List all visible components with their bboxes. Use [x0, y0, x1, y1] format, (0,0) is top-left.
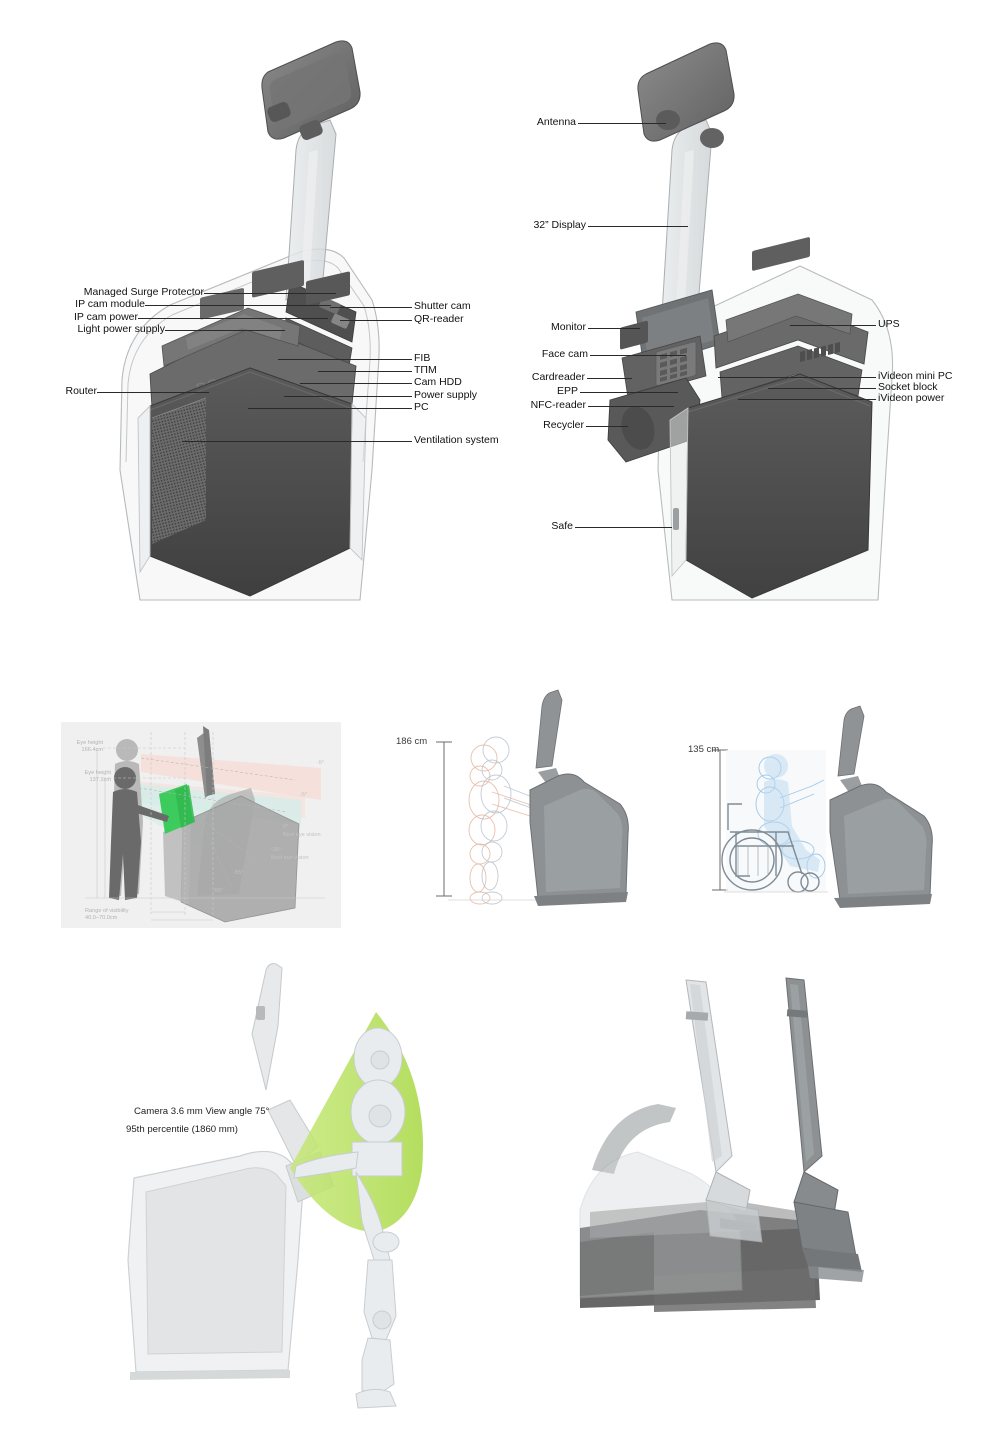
label-fib: FIB [414, 352, 431, 364]
ergo-eye-height-tall-label: Eye height [76, 740, 103, 746]
label-monitor: Monitor [550, 321, 586, 333]
leader-power-supply [284, 396, 412, 397]
leader-tpm [318, 371, 412, 372]
label-nfc-reader: NFC-reader [530, 399, 586, 411]
leader-antenna [578, 123, 666, 124]
ergo-angle-5: -55° [213, 888, 224, 894]
label-cardreader: Cardreader [531, 371, 585, 383]
panel-camera-coverage: Camera 3.6 mm View angle 75° 95th percen… [90, 960, 490, 1420]
label-ups: UPS [878, 318, 900, 330]
ergo-angle-2: 0° [283, 824, 289, 830]
ergo-range-value: 40.0–70.0cm [85, 915, 118, 921]
label-light-power-supply: Light power supply [77, 323, 165, 335]
panel-left-cutaway: PC Managed Surge Protector IP cam module… [0, 0, 520, 640]
ergo-angle-4: -55° [233, 870, 244, 876]
wheelchair-reach-illustration [712, 705, 933, 908]
leader-recycler [586, 426, 628, 427]
leader-shutter-cam [330, 307, 412, 308]
label-shutter-cam: Shutter cam [414, 300, 471, 312]
panel-ergonomics: Eye height 166.4cm Eye height 137.1cm Ra… [55, 672, 355, 940]
label-safe: Safe [551, 520, 573, 532]
ergo-angle-1: -5° [300, 792, 308, 798]
label-epp: EPP [556, 385, 578, 397]
leader-cam-hdd [300, 383, 412, 384]
label-32-display: 32” Display [533, 219, 586, 231]
panel-wheelchair-reach: 135 cm [678, 700, 968, 926]
ergo-eye-height-tall-value: 166.4cm [81, 747, 103, 753]
ergo-vision-note-1: Best eye vision [271, 855, 309, 861]
camera-spec-line-1: Camera 3.6 mm View angle 75° [134, 1106, 270, 1117]
ergo-vision-note-0: Best eye vision [283, 832, 321, 838]
label-ividen-power: iVideon power [878, 392, 945, 404]
leader-ventilation-system [182, 441, 412, 442]
label-pc: PC [414, 401, 429, 413]
ergo-eye-height-short-label: Eye height [84, 770, 111, 776]
leader-safe [575, 527, 672, 528]
label-antenna: Antenna [536, 116, 576, 128]
tilt-positions-illustration [579, 977, 864, 1312]
left-cutaway-illustration: PC [119, 40, 380, 601]
camera-coverage-illustration [127, 963, 424, 1409]
label-tpm: TПM [414, 364, 437, 376]
leader-monitor [588, 328, 640, 329]
leader-nfc-reader [588, 406, 674, 407]
leader-qr-reader [340, 320, 412, 321]
label-router: Router [65, 385, 97, 397]
panel-right-cutaway: Antenna 32” Display Monitor Face cam Car… [500, 0, 1000, 640]
wheelchair-dimension: 135 cm [688, 744, 720, 755]
leader-face-cam [590, 355, 686, 356]
label-socket-block: Socket block [878, 381, 938, 393]
label-ventilation-system: Ventilation system [414, 434, 499, 446]
label-cam-hdd: Cam HDD [414, 376, 462, 388]
standing-reach-illustration [436, 689, 629, 906]
label-recycler: Recycler [543, 419, 584, 431]
right-cutaway-illustration [607, 42, 894, 601]
panel-tilt-positions [579, 960, 980, 1320]
ergo-angle-3: -30° [271, 847, 282, 853]
leader-ups [790, 325, 876, 326]
leader-socket-block [768, 388, 876, 389]
leader-ividen-power [738, 399, 876, 400]
ergo-angle-0: -5° [317, 760, 325, 766]
ergo-range-label: Range of visibility [85, 908, 129, 914]
leader-ip-cam-power [138, 318, 328, 319]
label-ip-cam-power: IP cam power [74, 311, 138, 323]
label-ip-cam-module: IP cam module [75, 298, 145, 310]
label-power-supply: Power supply [414, 389, 478, 401]
leader-fib [278, 359, 412, 360]
label-ividen-mini-pc: iVideon mini PC [878, 370, 953, 382]
ergonomics-illustration [61, 722, 341, 928]
leader-light-power-supply [165, 330, 285, 331]
camera-spec-line-2: 95th percentile (1860 mm) [126, 1124, 238, 1135]
leader-epp [580, 392, 678, 393]
standing-dimension: 186 cm [396, 736, 428, 747]
leader-router [97, 392, 209, 393]
leader-32-display [588, 226, 688, 227]
label-face-cam: Face cam [541, 348, 588, 360]
ergo-eye-height-short-value: 137.1cm [89, 777, 111, 783]
leader-pc [248, 408, 412, 409]
leader-ip-cam-module [145, 305, 331, 306]
label-managed-surge-protector: Managed Surge Protector [83, 286, 204, 298]
leader-managed-surge-protector [204, 293, 336, 294]
leader-cardreader [587, 378, 632, 379]
panel-standing-reach: 186 cm [388, 672, 658, 922]
leader-ividen-mini-pc [718, 377, 876, 378]
label-qr-reader: QR-reader [414, 313, 464, 325]
